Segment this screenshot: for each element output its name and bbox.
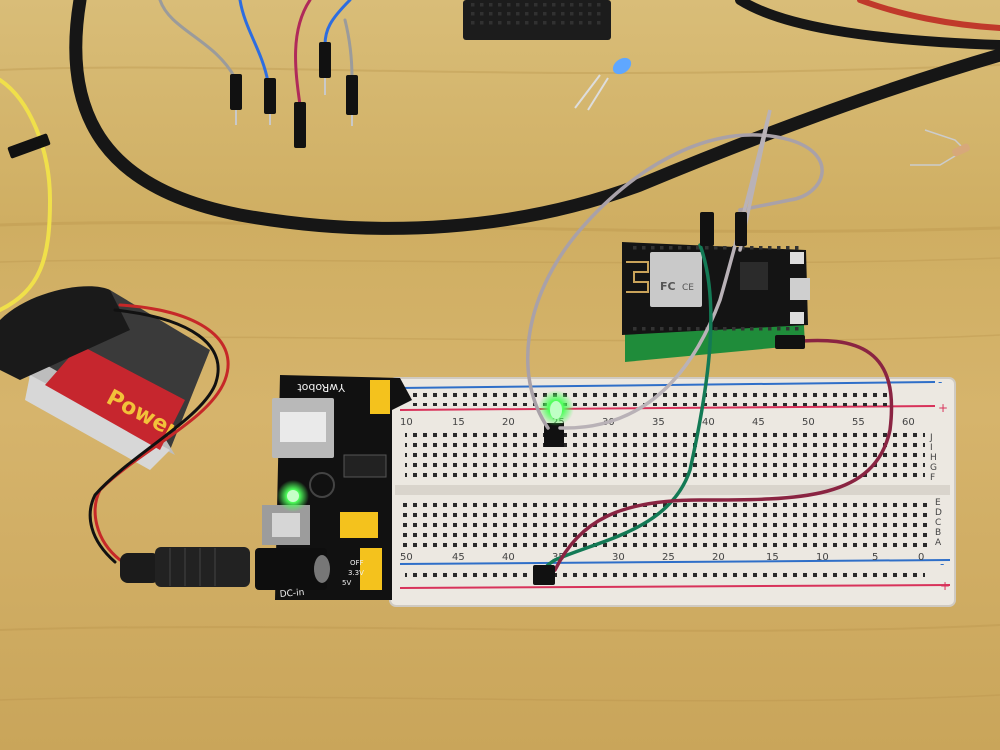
module-mark-ce: CE (682, 283, 694, 293)
flash-button (790, 312, 804, 324)
top-number: 20 (502, 417, 515, 428)
bottom-number: 25 (662, 552, 675, 563)
top-terminal-holes (405, 428, 925, 480)
bottom-number: 15 (766, 552, 779, 563)
top-number: 60 (902, 417, 915, 428)
voltage-jumper-bottom (360, 548, 382, 590)
loose-jumper-wires (0, 0, 354, 312)
bottom-number: 0 (918, 552, 924, 563)
wire-maroon (553, 338, 894, 572)
bottom-rail-minus: - (940, 557, 944, 571)
dc-barrel-plug (120, 547, 250, 587)
row-letter: J (929, 433, 933, 443)
jumper-connectors (7, 42, 358, 159)
usb-port-inner (280, 412, 326, 442)
bottom-rail-holes (405, 568, 925, 582)
top-number: 55 (852, 417, 865, 428)
power-led (287, 490, 299, 502)
bottom-rail-blue-line (399, 559, 951, 565)
top-rail-red-line (399, 405, 936, 411)
dc-jack (255, 548, 327, 590)
power-supply-module: YwRobot DC-in 5V 3.3V OFF (255, 375, 412, 600)
bottom-number: 20 (712, 552, 725, 563)
voltage-jumper-top (340, 512, 378, 538)
breadboard: - + - + 10 15 20 25 30 35 40 45 50 55 60… (389, 375, 956, 607)
micro-usb-port (790, 278, 810, 300)
row-letter: I (930, 443, 933, 453)
reset-button (790, 252, 804, 264)
row-letters: J I H G F E D C B A (929, 433, 942, 548)
circuit-wire-connectors (533, 212, 805, 585)
pcb-antenna-trace (626, 261, 649, 293)
voltage-label-off: OFF (350, 559, 364, 567)
top-number: 10 (400, 417, 413, 428)
row-letter: D (935, 508, 942, 518)
row-letter: G (930, 463, 937, 473)
power-switch-button (272, 513, 300, 537)
battery-leads (88, 303, 230, 564)
row-letter: E (935, 498, 941, 508)
bottom-number: 10 (816, 552, 829, 563)
center-channel (395, 485, 950, 495)
wire-gray-2 (558, 109, 772, 430)
black-cables (69, 0, 1000, 235)
rail-jumper-top (370, 380, 390, 414)
ywrobot-logo-text: YwRobot (297, 381, 346, 394)
top-number: 50 (802, 417, 815, 428)
bottom-number: 40 (502, 552, 515, 563)
capacitor (309, 472, 335, 498)
usb-serial-chip (740, 262, 768, 290)
top-number: 35 (652, 417, 665, 428)
bottom-rail-plus: + (940, 579, 950, 593)
module-mark-fc: FC (660, 280, 676, 293)
voltage-label-3v3: 3.3V (348, 569, 364, 577)
top-number: 45 (752, 417, 765, 428)
esp8266-nodemcu-board: FC CE (622, 242, 810, 362)
row-letter: F (930, 473, 935, 483)
bottom-number: 5 (872, 552, 878, 563)
loose-resistor (910, 129, 970, 166)
jumper-pins (235, 78, 353, 126)
loose-blue-led (574, 57, 632, 111)
row-letter: B (935, 528, 941, 538)
bottom-number: 45 (452, 552, 465, 563)
row-letter: H (930, 453, 937, 463)
dc-in-label: DC-in (279, 588, 304, 600)
nodemcu-pcb (622, 242, 808, 335)
bottom-terminal-holes (398, 500, 928, 550)
top-pin-row (630, 244, 800, 252)
bottom-number: 50 (400, 552, 413, 563)
voltage-label-5v: 5V (342, 579, 351, 587)
bottom-rail-red-line (399, 584, 951, 589)
dc-jack-ring (314, 555, 330, 583)
top-number: 15 (452, 417, 465, 428)
wire-gray-1 (526, 133, 824, 430)
esp12-shield (650, 252, 702, 307)
row-letter: C (935, 518, 941, 528)
regulator-chip (343, 454, 387, 478)
led-body (550, 401, 562, 419)
top-rail-minus: - (938, 375, 942, 389)
top-number: 40 (702, 417, 715, 428)
header-pin-holes (470, 0, 604, 30)
row-letter: A (935, 538, 942, 548)
bottom-number: 30 (612, 552, 625, 563)
top-rail-plus: + (938, 401, 948, 415)
bottom-pin-row (630, 326, 800, 334)
top-rail-holes (410, 392, 890, 406)
nine-volt-battery: Power (0, 286, 210, 470)
